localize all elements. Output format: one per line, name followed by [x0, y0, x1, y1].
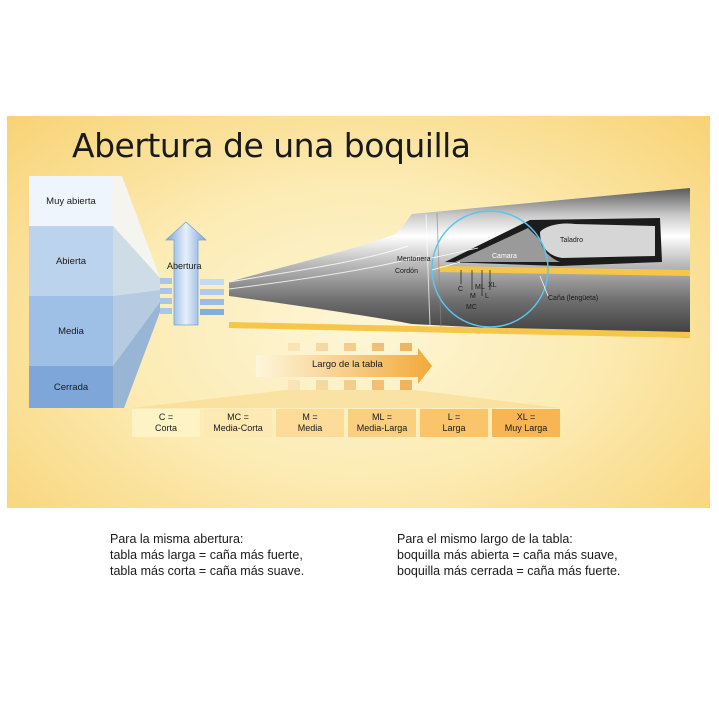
label-taladro: Taladro [560, 237, 583, 244]
aperture-box-media [29, 296, 113, 366]
aperture-label-abierta: Abierta [55, 255, 87, 267]
aperture-arrow [164, 221, 208, 326]
label-cordon: Cordón [395, 268, 418, 275]
aperture-box-muy-abierta [29, 176, 113, 226]
length-arrow [256, 348, 432, 384]
note-line: Para el mismo largo de la tabla: [397, 532, 573, 546]
label-l: L [485, 293, 489, 300]
funnel-band-cerrada [113, 302, 160, 408]
length-box-m: M = Media [276, 409, 344, 437]
aperture-label-muy-abierta: Muy abierta [46, 195, 96, 207]
length-name: Media-Larga [356, 423, 408, 433]
label-camara: Camara [492, 253, 517, 260]
length-name: Corta [154, 423, 177, 433]
chamber-gray [455, 228, 560, 262]
mouthpiece-tip-lines [228, 245, 421, 290]
label-mc: MC [466, 304, 477, 311]
length-box-bg [204, 409, 272, 437]
mouthpiece-ring-line-2 [436, 212, 442, 328]
length-box-bg [132, 409, 200, 437]
funnel-band-media [113, 290, 160, 366]
note-line: tabla más corta = caña más suave. [110, 564, 305, 578]
length-box-c: C = Corta [132, 409, 200, 437]
length-name: Media [297, 423, 323, 433]
length-code: L = [447, 412, 461, 422]
length-code: M = [302, 412, 318, 422]
label-cana: Caña (lengüeta) [548, 295, 599, 302]
length-name: Media-Corta [213, 423, 263, 433]
length-fan [132, 390, 560, 408]
length-box-l: L = Larga [420, 409, 488, 437]
magnifier-circle [431, 210, 549, 328]
length-box-bg [276, 409, 344, 437]
aperture-box-abierta [29, 226, 113, 296]
length-code: MC = [227, 412, 249, 422]
length-box-bg [492, 409, 560, 437]
aperture-arrow-label: Abertura [167, 261, 202, 271]
length-boxes [132, 409, 560, 437]
label-m: M [470, 293, 476, 300]
pointer-lines [431, 247, 549, 297]
length-box-xl: XL = Muy Larga [492, 409, 560, 437]
note-line: tabla más larga = caña más fuerte, [110, 548, 303, 562]
aperture-label-media: Media [58, 325, 84, 337]
aperture-label-cerrada: Cerrada [53, 381, 89, 393]
length-stripes-top [288, 343, 412, 351]
label-mentonera: Mentonera [397, 256, 431, 263]
label-ml: ML [475, 284, 485, 291]
length-box-mc: MC = Media-Corta [204, 409, 272, 437]
length-arrow-label: Largo de la tabla [312, 359, 383, 370]
page-title: Abertura de una boquilla [72, 126, 471, 165]
tick-marks [460, 270, 491, 296]
length-box-bg [420, 409, 488, 437]
length-code: ML = [372, 412, 392, 422]
note-line: Para la misma abertura: [110, 532, 244, 546]
length-name: Muy Larga [504, 423, 548, 433]
length-box-ml: ML = Media-Larga [348, 409, 416, 437]
note-line: boquilla más cerrada = caña más fuerte. [397, 564, 621, 578]
connector-bars [160, 278, 224, 315]
length-stripes-bottom [288, 380, 412, 390]
label-c: C [458, 286, 464, 293]
label-xl: XL [488, 282, 497, 289]
note-same-aperture: Para la misma abertura: tabla más larga … [110, 531, 304, 579]
bore-shape [540, 223, 655, 258]
mouthpiece-ring-line [425, 213, 431, 327]
reed [440, 266, 690, 276]
funnel-band-abierta [113, 226, 160, 296]
length-code: C = [158, 412, 174, 422]
length-box-bg [348, 409, 416, 437]
length-name: Larga [442, 423, 466, 433]
length-code: XL = [516, 412, 536, 422]
funnel-band-muy-abierta [113, 176, 160, 278]
note-same-length: Para el mismo largo de la tabla: boquill… [397, 531, 620, 579]
aperture-box-cerrada [29, 366, 113, 408]
note-line: boquilla más abierta = caña más suave, [397, 548, 618, 562]
reed-lower [229, 322, 690, 338]
